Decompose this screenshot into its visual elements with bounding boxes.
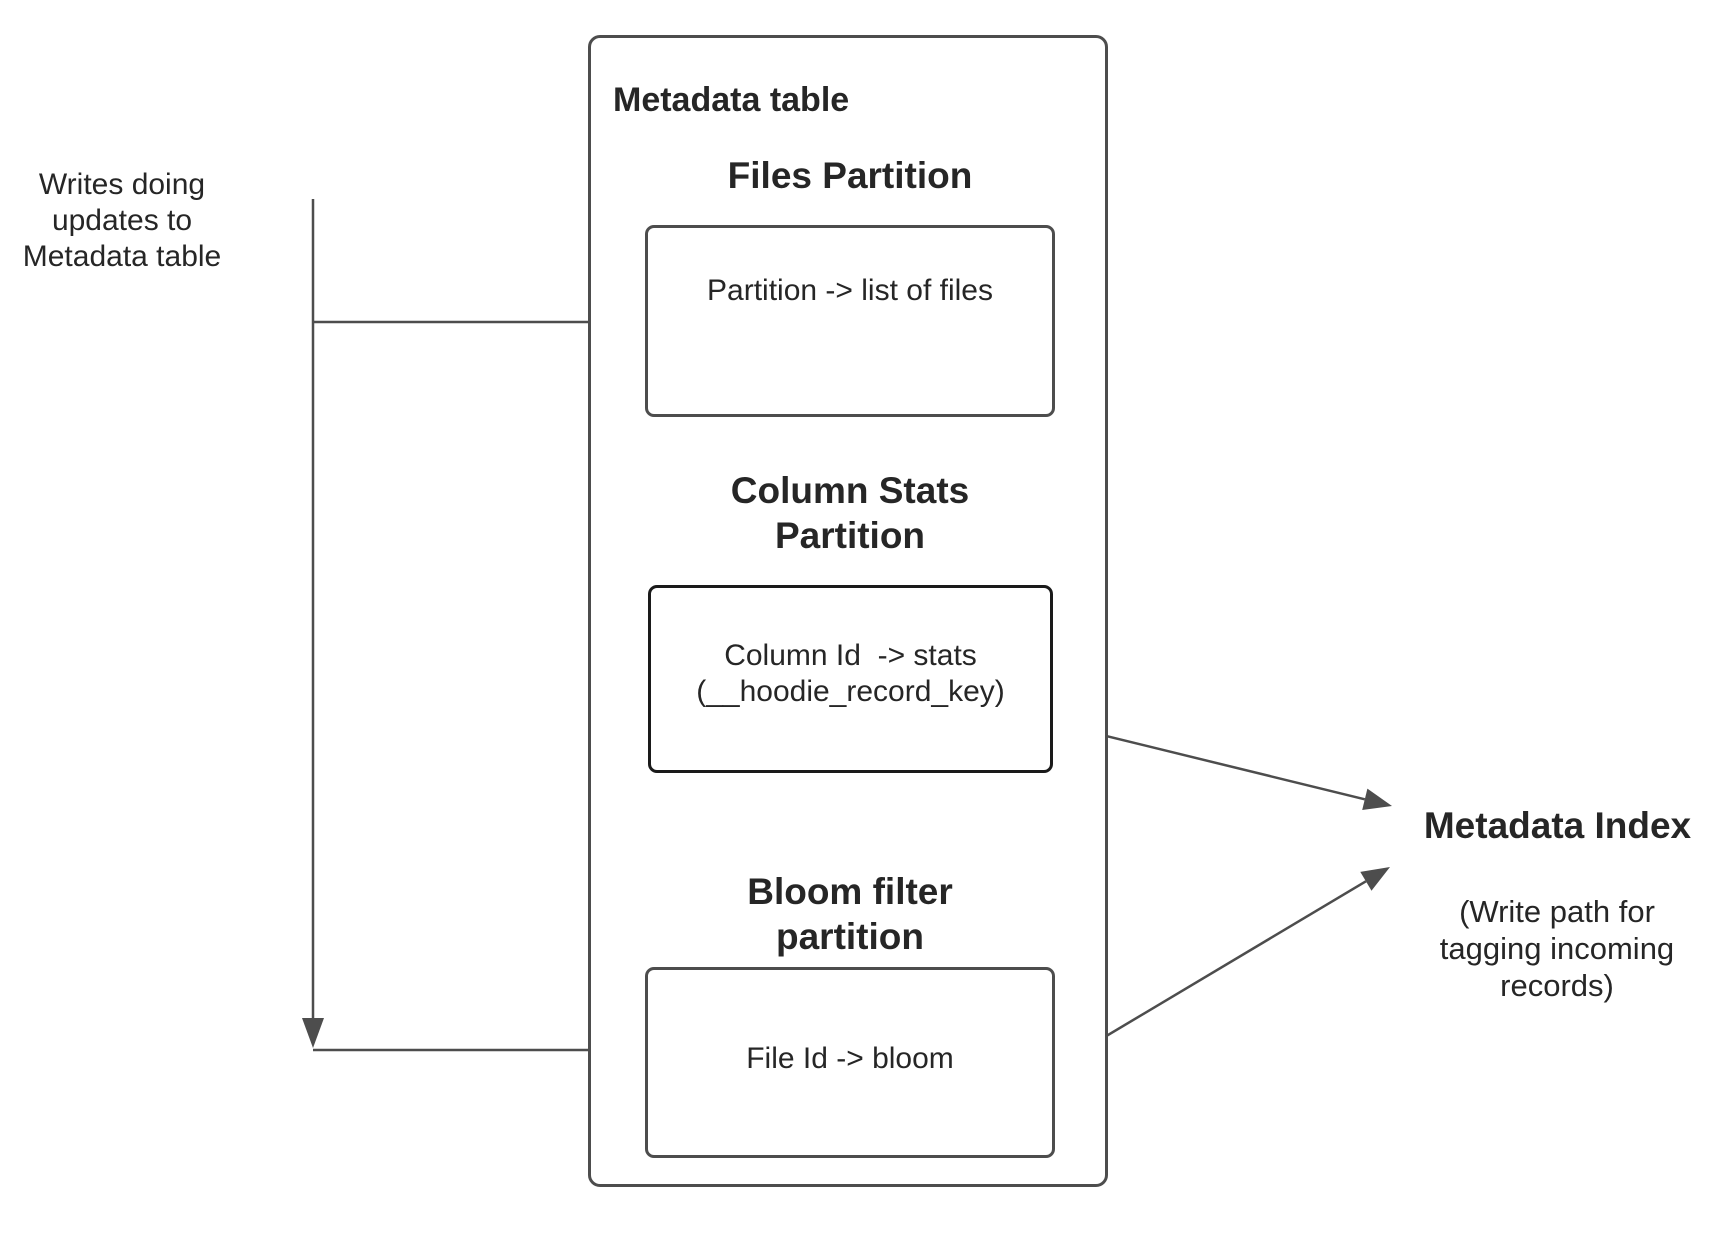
column-stats-partition-heading: Column Stats Partition [730, 470, 970, 556]
column-stats-mapping-label: Column Id -> stats (__hoodie_record_key) [696, 639, 1005, 708]
bloom-filter-partition-heading: Bloom filter partition [747, 871, 953, 957]
bloom-filter-partition-box [645, 967, 1055, 1158]
bloom-filter-mapping-label: File Id -> bloom [746, 1042, 954, 1075]
metadata-index-subtitle: (Write path for tagging incoming records… [1439, 894, 1675, 1003]
metadata-index-title: Metadata Index [1423, 805, 1692, 846]
files-partition-box [645, 225, 1055, 417]
files-partition-mapping-label: Partition -> list of files [707, 274, 993, 307]
stats-to-index-arrowhead-icon [1362, 788, 1392, 810]
writes-updates-note: Writes doing updates to Metadata table [22, 168, 222, 273]
down-arrowhead-icon [302, 1018, 324, 1048]
column-stats-partition-box [648, 585, 1053, 773]
metadata-table-title: Metadata table [613, 81, 850, 119]
bloom-to-index-arrowhead-icon [1360, 867, 1390, 891]
files-partition-heading: Files Partition [727, 155, 973, 196]
